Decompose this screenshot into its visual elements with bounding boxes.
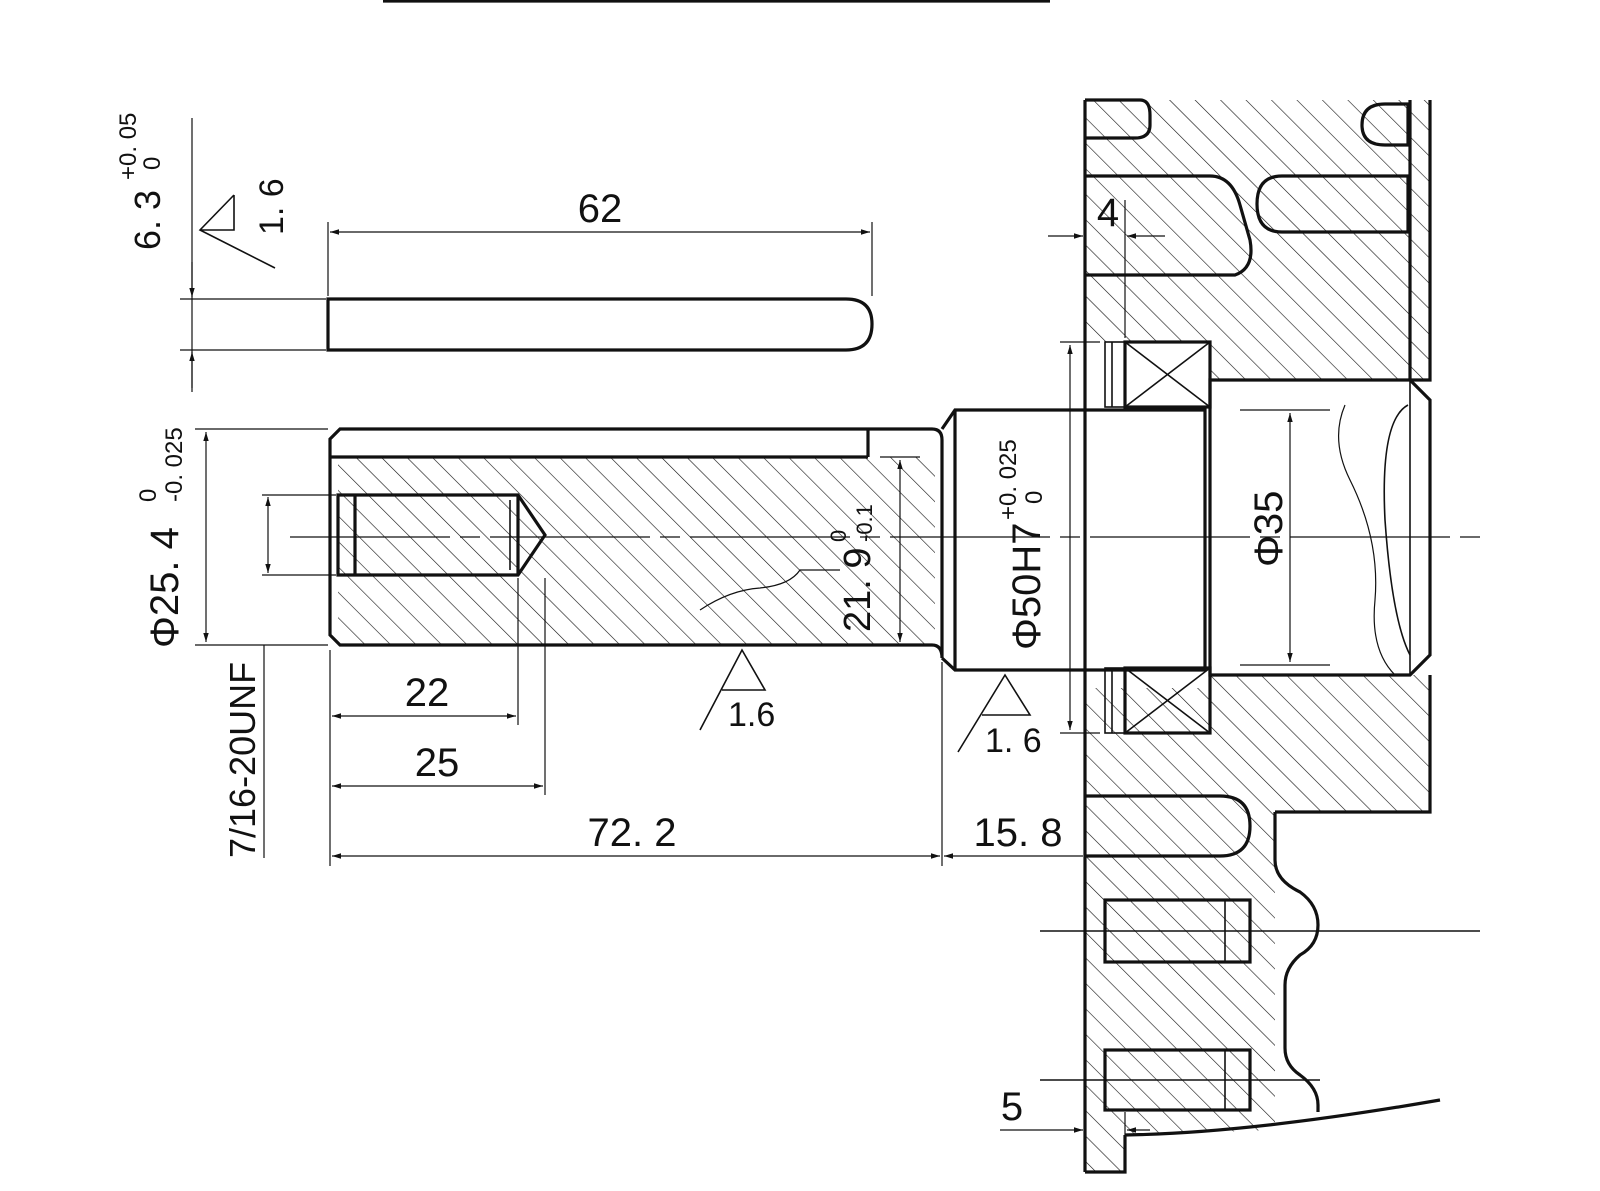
shaft-neck bbox=[940, 408, 1207, 672]
bolt-hole-lower bbox=[1040, 1048, 1320, 1112]
key-outline bbox=[326, 297, 874, 352]
shaft-roughness-value: 1.6 bbox=[728, 696, 775, 734]
keyway-upper-tol: 0 bbox=[826, 530, 851, 542]
bore-lower-tol: 0 bbox=[1021, 491, 1048, 504]
shaft-thread-label: 7/16-20UNF bbox=[222, 662, 263, 858]
shaft-diameter-upper-tol: 0 bbox=[135, 489, 162, 502]
housing-wall-bottom-value: 5 bbox=[1001, 1085, 1023, 1129]
key-roughness-value: 1. 6 bbox=[253, 178, 291, 235]
housing-hatch-lower bbox=[1085, 675, 1430, 1172]
housing-cavity-top-left bbox=[1085, 98, 1152, 140]
shaft-outline bbox=[328, 427, 944, 659]
bolt-hole-upper bbox=[1040, 898, 1480, 964]
shaft-length-value: 72. 2 bbox=[588, 811, 677, 855]
drill-depth-value: 25 bbox=[415, 741, 460, 785]
bore-upper-tol: +0. 025 bbox=[995, 439, 1022, 520]
housing-break-line-right bbox=[1383, 404, 1411, 656]
key-height-lower-tol: 0 bbox=[139, 157, 166, 170]
housing-dimensions: Φ50H7 +0. 025 0 Φ35 15. 8 4 5 1. 6 bbox=[944, 191, 1330, 1150]
shaft-diameter-lower-tol: -0. 025 bbox=[161, 427, 188, 502]
housing-roughness-value: 1. 6 bbox=[985, 722, 1042, 760]
key-roughness-symbol bbox=[198, 194, 276, 269]
key-part: 62 6. 3 +0. 05 0 1. 6 bbox=[115, 113, 874, 392]
keyway-depth-value: 21. 9 bbox=[837, 547, 879, 632]
shaft-hatch bbox=[338, 457, 935, 645]
housing-roughness-symbol bbox=[957, 673, 1032, 753]
housing-inner-break-line bbox=[1337, 404, 1396, 676]
housing-outline bbox=[1083, 100, 1432, 1172]
shaft-break-line bbox=[699, 569, 840, 611]
bearing-upper bbox=[1104, 340, 1212, 409]
key-height-value: 6. 3 bbox=[127, 190, 168, 250]
housing-offset-value: 15. 8 bbox=[974, 811, 1063, 855]
housing-cavity-top-right bbox=[1360, 102, 1410, 147]
housing-cavity-upper bbox=[1085, 174, 1253, 277]
shaft-part: Φ25. 4 0 -0. 025 7/16-20UNF 22 25 72. 2 … bbox=[135, 408, 1480, 866]
housing-section bbox=[1040, 98, 1480, 1174]
shaft-diameter-value: Φ25. 4 bbox=[143, 527, 187, 648]
housing-hatch-upper bbox=[1085, 100, 1430, 380]
housing-cavity-upper-slot bbox=[1255, 174, 1410, 234]
bore-diameter-value: Φ50H7 bbox=[1005, 522, 1049, 650]
shaft-roughness-symbol bbox=[699, 648, 767, 731]
housing-bore bbox=[1208, 378, 1432, 677]
thread-depth-value: 22 bbox=[405, 671, 450, 715]
key-height-upper-tol: +0. 05 bbox=[115, 113, 142, 180]
key-length-value: 62 bbox=[578, 187, 623, 231]
housing-cavity-lower bbox=[1085, 794, 1252, 858]
shaft-thread-hole bbox=[336, 493, 547, 577]
inner-diameter-value: Φ35 bbox=[1247, 491, 1291, 567]
housing-wall-top-value: 4 bbox=[1097, 191, 1119, 235]
keyway-lower-tol: -0.1 bbox=[852, 504, 877, 542]
bearing-lower bbox=[1104, 666, 1212, 735]
